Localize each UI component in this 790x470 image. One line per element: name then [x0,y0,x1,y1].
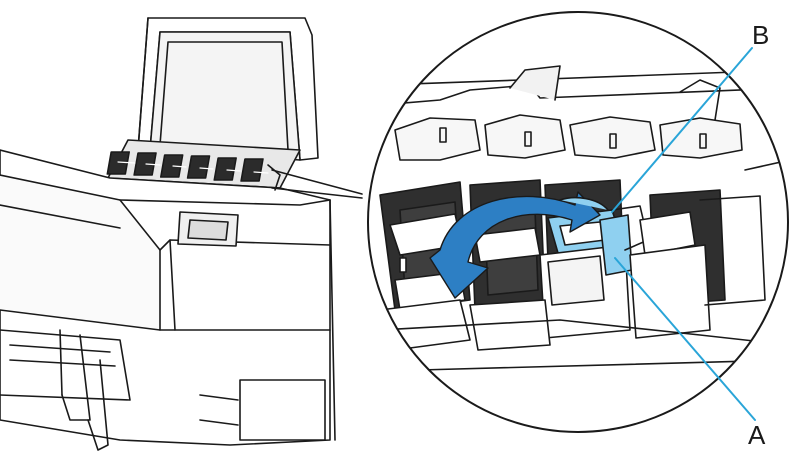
side-foot [240,380,325,440]
printer-body [0,18,335,450]
magnified-view [360,10,790,440]
label-a: A [748,420,766,450]
label-b: B [752,20,769,50]
